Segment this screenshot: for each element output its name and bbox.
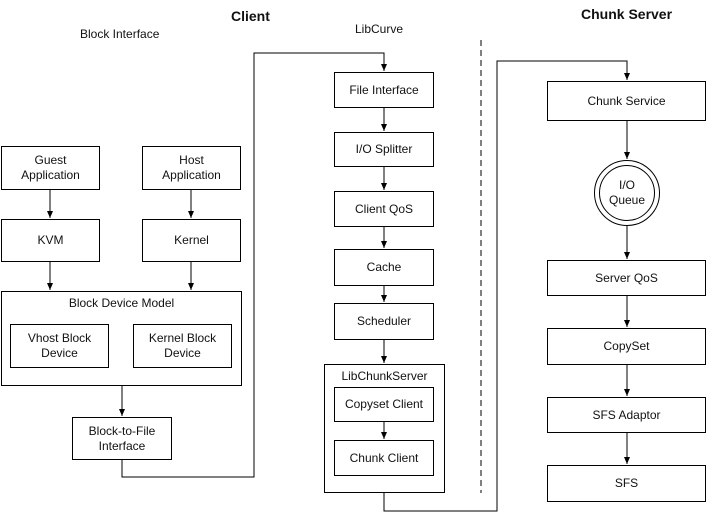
copyset-label: CopySet [603,339,650,353]
copyset-client-box: Copyset Client [334,387,434,422]
vhost-block-device-box: Vhost Block Device [10,324,109,368]
client-title: Client [231,8,270,24]
sfs-adaptor-box: SFS Adaptor [547,397,706,433]
scheduler-box: Scheduler [334,303,434,340]
sfs-label: SFS [614,476,639,490]
guest-application-label: Guest Application [21,153,80,182]
chunk-client-box: Chunk Client [334,440,434,476]
client-qos-box: Client QoS [334,191,434,227]
libchunkserver-label: LibChunkServer [341,369,428,383]
sfs-box: SFS [547,465,706,502]
kvm-box: KVM [1,219,100,262]
route-b2f-to-file-interface [121,52,387,478]
copyset-box: CopySet [547,328,706,365]
file-interface-label: File Interface [349,82,419,97]
block-device-model-group: Block Device Model [1,291,242,386]
block-to-file-interface-box: Block-to-File Interface [72,417,172,460]
guest-application-box: Guest Application [1,146,100,190]
libchunkserver-group: LibChunkServer [324,364,445,493]
server-qos-box: Server QoS [547,260,706,296]
host-application-label: Host Application [162,153,221,182]
sfs-adaptor-label: SFS Adaptor [592,407,661,422]
chunk-server-title: Chunk Server [581,6,673,22]
kernel-block-device-label: Kernel Block Device [148,331,217,360]
chunk-service-label: Chunk Service [587,93,666,108]
block-to-file-interface-label: Block-to-File Interface [88,423,156,453]
chunk-client-label: Chunk Client [349,450,419,465]
vhost-block-device-label: Vhost Block Device [27,331,92,360]
host-application-box: Host Application [142,146,241,190]
chunk-service-box: Chunk Service [547,81,706,121]
route-libchunkserver-to-chunk-service [383,60,630,512]
io-queue-circle: I/O Queue [594,160,660,226]
scheduler-label: Scheduler [356,314,412,328]
io-queue-label: I/O Queue [608,178,646,207]
cache-label: Cache [366,260,402,274]
copyset-client-label: Copyset Client [344,397,424,411]
kernel-box: Kernel [142,219,241,262]
file-interface-box: File Interface [334,72,434,108]
block-interface-label: Block Interface [80,27,160,41]
io-splitter-label: I/O Splitter [355,142,413,156]
kernel-block-device-box: Kernel Block Device [133,324,232,368]
cache-box: Cache [334,249,434,286]
kvm-label: KVM [37,233,64,247]
libcurve-label: LibCurve [355,22,404,36]
block-device-model-label: Block Device Model [68,296,175,310]
server-qos-label: Server QoS [595,270,658,285]
kernel-label: Kernel [174,233,209,247]
client-qos-label: Client QoS [354,201,414,216]
io-queue-inner-ring: I/O Queue [599,165,655,221]
io-splitter-box: I/O Splitter [334,132,434,167]
